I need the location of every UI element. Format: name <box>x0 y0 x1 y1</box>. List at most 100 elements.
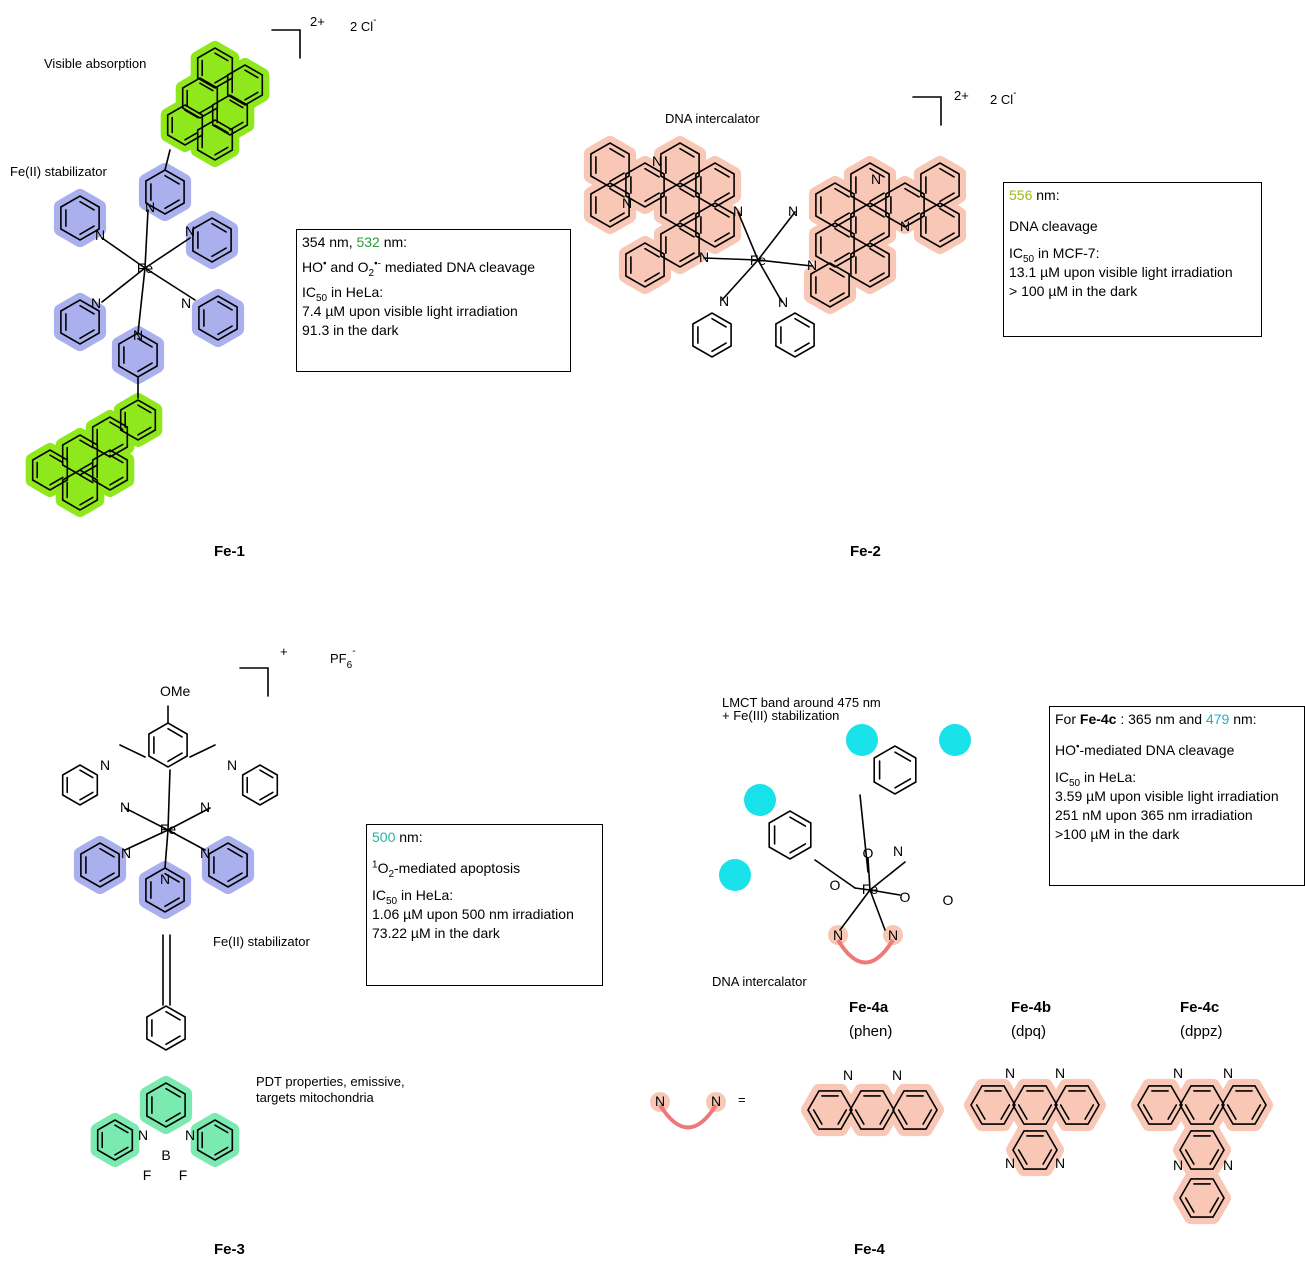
fe3-counterion: PF6- <box>330 646 356 671</box>
fe2-left-ligand-ring-double-bond <box>714 207 730 218</box>
fe4b-dpq-ring <box>1012 1130 1058 1170</box>
fe2-right-ligand-ring-double-bond <box>939 167 955 178</box>
fe4c-dppz-ring <box>1221 1085 1267 1125</box>
fe4b-dpq-ring-double-bond <box>1059 1104 1070 1120</box>
fe1-terpy1-left-ring <box>60 195 100 241</box>
fe3-annot-bodipy-2: targets mitochondria <box>256 1090 375 1105</box>
fe2-coord-bond <box>757 259 783 303</box>
fe3-n-atom: N <box>200 845 210 861</box>
fe4-o-bond <box>859 794 869 873</box>
fe2-right-ligand-ring-double-bond <box>939 207 955 218</box>
fe3-n-atom: N <box>185 1127 195 1143</box>
fe2-right-ligand-ring-double-bond <box>939 232 955 243</box>
fe4b-n: N <box>1005 1065 1015 1081</box>
fe2-coord-bond <box>757 211 796 261</box>
fe3-wavelength: 500 nm: <box>372 829 423 845</box>
fe1-bracket <box>271 29 301 59</box>
fe3-coord-bond <box>164 829 169 869</box>
fe2-coord-bond <box>757 259 813 267</box>
fe2-n-atom: N <box>807 257 817 273</box>
fe3-bodipy-right-pyrrole-double-bond <box>214 1124 229 1134</box>
fe2-right-ligand-ring-double-bond <box>939 192 955 203</box>
fe4-tbutyl-highlight <box>719 859 751 891</box>
fe4-annot-lmct-2: + Fe(III) stabilization <box>722 708 839 723</box>
fe3-benzimidazole-left-double-bond <box>79 769 94 779</box>
fe4b-dpq-ring-double-bond <box>1084 1104 1095 1120</box>
fe3-n-atom: N <box>121 845 131 861</box>
fe3-annot-stab: Fe(II) stabilizator <box>213 934 310 949</box>
fe1-n-atom: N <box>133 327 143 343</box>
fe3-ome: OMe <box>160 683 191 699</box>
fe4c-dppz-ring <box>1179 1130 1225 1170</box>
fe2-right-ligand-ring <box>850 162 890 208</box>
fe1-ros: HO• and O2•- mediated DNA cleavage <box>302 258 536 279</box>
fe4a-name: Fe-4a <box>849 999 889 1016</box>
fe3-label: Fe-3 <box>214 1241 245 1258</box>
fe3-terpy-central-ring-double-bond <box>164 897 180 908</box>
fe2-right-ligand-ring <box>850 242 890 288</box>
fe4-fe-atom: Fe <box>862 881 879 897</box>
fe2-n-atom: N <box>900 218 910 234</box>
fe3-benzimidazole-right-double-bond <box>259 769 274 779</box>
fe1-pyrene-bottom-ring-double-bond <box>137 426 152 436</box>
fe4b-dpq-ring <box>1054 1085 1100 1125</box>
fe2-coord-bond <box>703 257 759 261</box>
fe1-pyrene-top-ring-double-bond <box>214 52 229 62</box>
fe2-left-ligand-ring-double-bond <box>714 192 730 203</box>
fe1-pyrene-bottom-ring-double-bond <box>137 404 152 414</box>
fe4-lower-phenol-ring-double-bond <box>789 843 807 854</box>
fe2-right-ligand-ring-double-bond <box>904 212 920 223</box>
fe2-value-dark: > 100 µM in the dark <box>1009 283 1138 299</box>
fe4a-phen-ring-double-bond <box>854 1109 865 1125</box>
fe1-n-atom: N <box>181 295 191 311</box>
fe1-terpy2-central-ring-double-bond <box>137 362 153 373</box>
fe4-legend-bridge-arc <box>658 1103 718 1130</box>
fe3-n-atom: N <box>120 799 130 815</box>
fe2-value-light: 13.1 µM upon visible light irradiation <box>1009 264 1233 280</box>
fe2-left-ligand-ring <box>590 142 630 188</box>
fe2-info-box: 556 nm: DNA cleavage IC50 in MCF-7: 13.1… <box>1003 182 1262 337</box>
fe4b-dpq-ring-double-bond <box>1042 1104 1053 1120</box>
fe4c-dppz-ring-double-bond <box>1209 1104 1220 1120</box>
fe1-terpy1-central-ring-double-bond <box>164 174 180 185</box>
fe3-bodipy-left-pyrrole-double-bond <box>114 1124 129 1134</box>
fe2-right-ligand-ring-double-bond <box>869 167 885 178</box>
fe4-legend-n-highlight <box>650 1092 670 1112</box>
fe3-terpy-central-ring <box>145 867 185 913</box>
fe2-left-ligand-ring <box>695 162 735 208</box>
fe1-ic50: IC50 in HeLa: <box>302 284 384 304</box>
fe4-ic50: IC50 in HeLa: <box>1055 769 1137 789</box>
fe4b-dpq-ring-double-bond <box>1017 1149 1028 1165</box>
fe3-bodipy-core-double-bond <box>165 1112 181 1123</box>
fe3-bodipy-right-pyrrole-double-bond <box>214 1146 229 1156</box>
fe3-bodipy-core-double-bond <box>165 1087 181 1098</box>
fe4b-n: N <box>1005 1155 1015 1171</box>
fe3-fe-atom: Fe <box>160 821 177 837</box>
fe3-bodipy-right-pyrrole <box>196 1119 234 1161</box>
fe2-annot: DNA intercalator <box>665 111 760 126</box>
fe1-terpy2-right-ring-double-bond <box>217 325 233 336</box>
fe1-pyrene-bottom-ring <box>61 469 99 511</box>
fe3-n-atom: N <box>227 757 237 773</box>
fe2-right-pyridyl-ring <box>775 312 815 358</box>
fe2-left-ligand-ring-double-bond <box>679 187 695 198</box>
fe2-right-ligand-ring <box>920 162 960 208</box>
fe2-right-ligand-ring <box>850 202 890 248</box>
fe4c-ligand: (dppz) <box>1180 1023 1223 1040</box>
fe2-right-ligand-ring <box>815 222 855 268</box>
fe3-mode: 1O2-mediated apoptosis <box>372 859 521 880</box>
fe4c-dppz-ring <box>1179 1085 1225 1125</box>
fe2-counterion: 2 Cl- <box>990 88 1016 107</box>
fe2-left-ligand-ring-double-bond <box>609 172 625 183</box>
fe4b-ligand: (dpq) <box>1011 1023 1046 1040</box>
fe2-right-ligand-ring-double-bond <box>869 192 885 203</box>
fe1-pyrene-bottom-ring-double-bond <box>49 476 64 486</box>
fe2-left-ligand-ring-double-bond <box>714 167 730 178</box>
fe1-pyrene-bottom-ring-double-bond <box>79 439 94 449</box>
fe1-pyrene-top-ring-double-bond <box>214 74 229 84</box>
fe1-pyrene-bottom-ring <box>119 399 157 441</box>
fe4a-phen-ring-double-bond <box>897 1109 908 1125</box>
fe4-legend-n-highlight <box>706 1092 726 1112</box>
fe1-coord-bond <box>144 267 196 301</box>
fe2-right-ligand-ring-double-bond <box>829 292 845 303</box>
